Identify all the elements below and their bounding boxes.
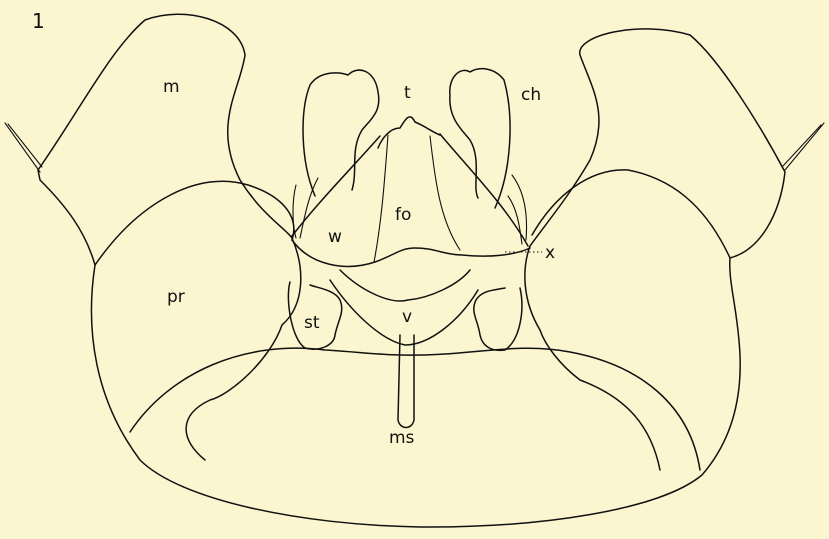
left-chelicera [303, 70, 379, 196]
label-ms: ms [389, 428, 415, 448]
right-chelicera-lower [508, 175, 527, 244]
body-outline [38, 14, 785, 527]
right-spine [783, 123, 824, 170]
label-x: x [545, 243, 555, 263]
right-st-lobe [474, 288, 522, 350]
right-chelicera [450, 69, 510, 208]
right-coxa-outline [532, 170, 730, 258]
label-v: v [402, 307, 412, 327]
left-spine [5, 123, 42, 172]
label-t: t [404, 83, 411, 103]
label-st: st [304, 313, 320, 333]
label-fo: fo [395, 205, 411, 225]
figure-number: 1 [32, 9, 45, 33]
label-w: w [328, 227, 342, 247]
median-stalk [398, 335, 414, 428]
left-coxa-outline [95, 181, 294, 265]
fovea-inner-left [374, 135, 388, 262]
label-pr: pr [167, 287, 185, 307]
label-ch: ch [521, 85, 541, 105]
prosoma-lower-arc [130, 348, 700, 470]
label-m: m [163, 77, 180, 97]
